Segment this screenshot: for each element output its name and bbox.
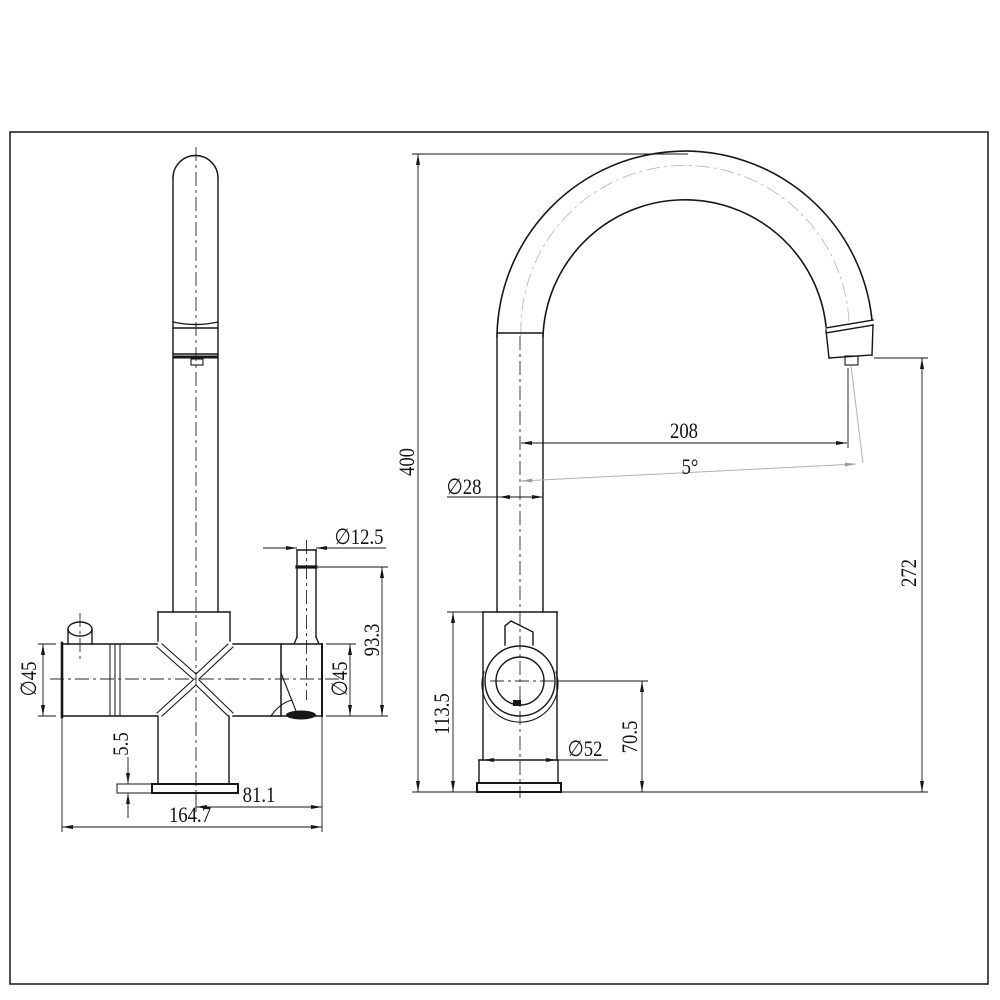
side-object bbox=[476, 150, 874, 793]
dim-right-valve-diameter: ∅45 bbox=[327, 661, 352, 697]
dim-spout-outlet-height: 272 bbox=[896, 558, 921, 588]
front-object bbox=[60, 154, 323, 794]
dim-spout-tube-diameter: ∅28 bbox=[446, 474, 482, 499]
dim-lever-height: 93.3 bbox=[359, 623, 384, 657]
front-view bbox=[38, 147, 388, 832]
swivel-lines bbox=[520, 365, 864, 483]
handle-dot bbox=[513, 700, 521, 706]
dim-body-height: 113.5 bbox=[429, 693, 454, 735]
gooseneck-centerline bbox=[520, 164, 850, 337]
dim-base-diameter: ∅52 bbox=[567, 736, 603, 761]
drawing-frame bbox=[9, 131, 989, 985]
dim-overall-height: 400 bbox=[394, 447, 419, 477]
handle-end-ellipse bbox=[286, 710, 316, 720]
side-centerlines bbox=[490, 336, 560, 798]
front-dimensions bbox=[38, 546, 388, 832]
dim-handle-center-height: 70.5 bbox=[617, 720, 642, 754]
dim-spout-reach: 208 bbox=[669, 418, 699, 443]
dim-base-plate-thickness: 5.5 bbox=[108, 732, 133, 756]
dim-left-valve-diameter: ∅45 bbox=[16, 661, 41, 697]
side-dimensions bbox=[412, 153, 928, 793]
dim-spout-swivel-angle: 5° bbox=[681, 454, 699, 479]
dim-overall-width: 164.7 bbox=[168, 802, 212, 827]
front-centerlines bbox=[50, 147, 340, 800]
side-view bbox=[412, 150, 928, 798]
dim-center-to-handle-end: 81.1 bbox=[242, 782, 276, 807]
cross-diagonals bbox=[156, 643, 234, 717]
dim-lever-diameter: ∅12.5 bbox=[334, 524, 384, 549]
